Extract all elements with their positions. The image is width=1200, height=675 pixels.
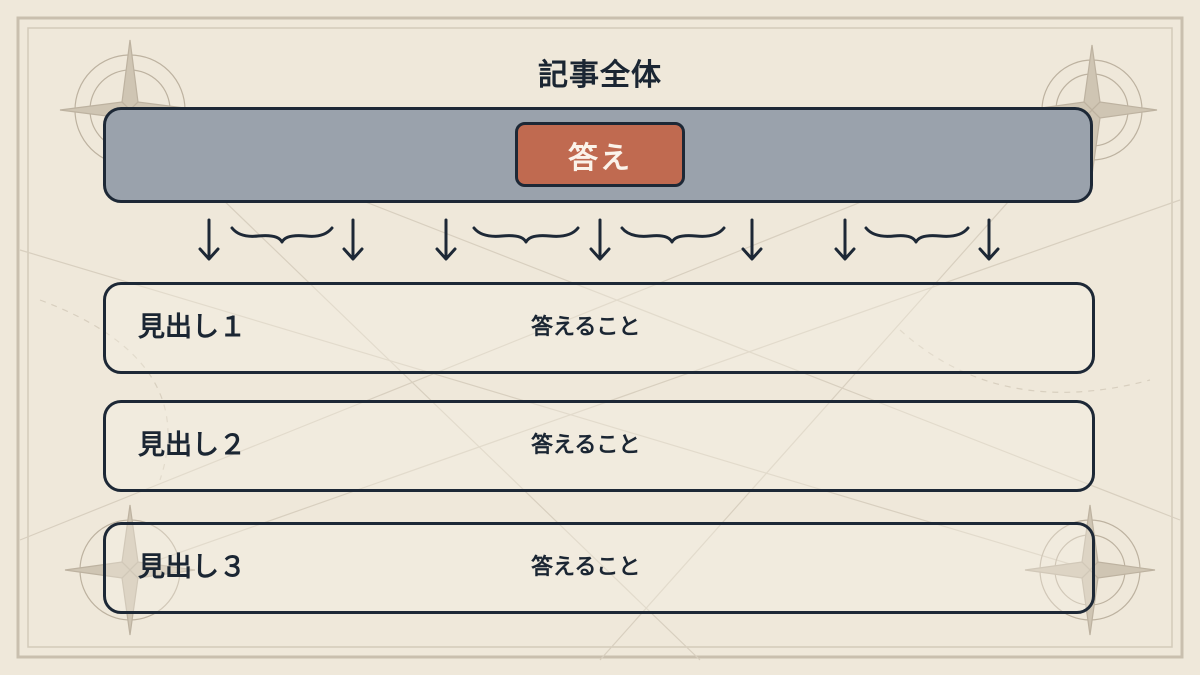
down-arrow-icon xyxy=(834,218,856,261)
down-arrow-icon xyxy=(198,218,220,261)
section-heading: 見出し３ xyxy=(138,552,246,583)
down-arrow-icon xyxy=(589,218,611,261)
arrow-groups xyxy=(198,218,1000,261)
brace-icon xyxy=(864,226,970,244)
diagram-title: 記事全体 xyxy=(538,58,662,93)
down-arrow-icon xyxy=(342,218,364,261)
section-heading: 見出し２ xyxy=(138,430,246,461)
section-description: 答えること xyxy=(531,555,641,580)
section-box-3: 見出し３ 答えること xyxy=(103,522,1095,614)
section-heading: 見出し１ xyxy=(138,312,246,343)
section-description: 答えること xyxy=(531,315,641,340)
down-arrow-icon xyxy=(741,218,763,261)
section-box-1: 見出し１ 答えること xyxy=(103,282,1095,374)
brace-icon xyxy=(620,226,726,244)
answer-label: 答え xyxy=(515,122,685,187)
compass-icon xyxy=(64,504,196,636)
brace-icon xyxy=(230,226,334,244)
down-arrow-icon xyxy=(978,218,1000,261)
down-arrow-icon xyxy=(435,218,457,261)
section-description: 答えること xyxy=(531,433,641,458)
section-box-2: 見出し２ 答えること xyxy=(103,400,1095,492)
brace-icon xyxy=(472,226,580,244)
